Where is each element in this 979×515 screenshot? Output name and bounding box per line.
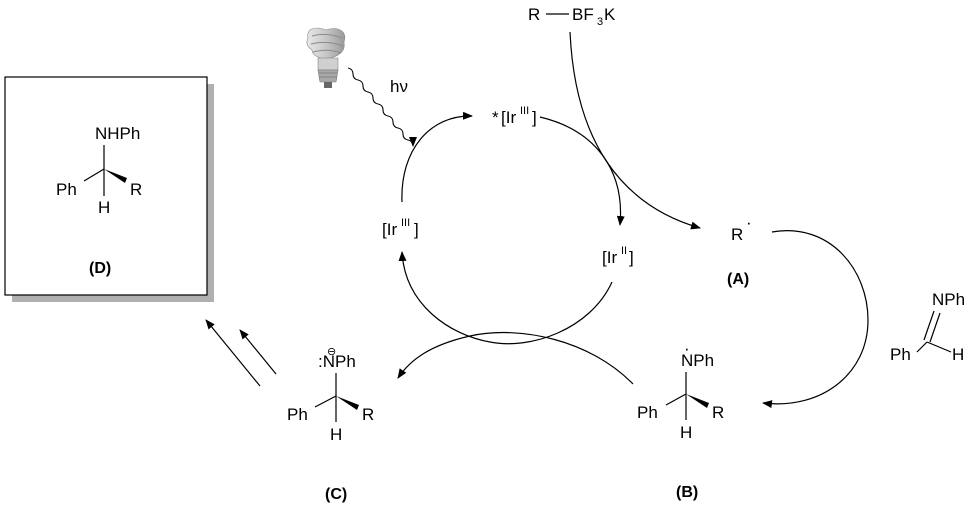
svg-text:H: H	[680, 423, 692, 442]
svg-text:H: H	[952, 345, 964, 364]
svg-text:H: H	[330, 425, 342, 444]
intermediate-b: NPh · Ph R H (B)	[637, 339, 724, 501]
label-b: (B)	[676, 484, 698, 501]
catalyst-reduced: [Ir II ]	[602, 245, 634, 267]
imine-substrate: NPh Ph H	[890, 290, 965, 364]
svg-text::NPh: :NPh	[318, 352, 356, 371]
light-wave-arrow	[347, 67, 417, 147]
svg-text:]: ]	[629, 248, 634, 267]
svg-text:·: ·	[746, 213, 752, 232]
svg-text:[Ir: [Ir	[501, 108, 516, 127]
svg-text:3: 3	[597, 16, 603, 28]
svg-text:R: R	[362, 405, 374, 424]
svg-text:R: R	[130, 180, 142, 199]
svg-text:III: III	[401, 217, 410, 229]
arrow-b-to-c	[397, 331, 634, 385]
svg-text:[Ir: [Ir	[382, 220, 397, 239]
label-c: (C)	[325, 486, 347, 503]
svg-text:II: II	[621, 245, 627, 257]
svg-text:III: III	[520, 105, 529, 117]
cycle-arc-excited-to-reduced	[539, 116, 625, 226]
svg-text:NHPh: NHPh	[95, 124, 140, 143]
arrow-reagent-to-radical	[569, 31, 701, 230]
svg-text:K: K	[604, 5, 616, 24]
svg-text:R: R	[731, 225, 743, 244]
product-d-box	[4, 76, 214, 302]
cycle-arc-reduced-to-ground	[398, 251, 613, 345]
svg-text:H: H	[98, 198, 110, 217]
arrow-radical-to-b	[762, 230, 869, 409]
label-a: (A)	[727, 271, 749, 288]
reagent-trifluoroborate: R BF 3 K	[528, 5, 616, 28]
svg-text:Ph: Ph	[287, 405, 308, 424]
svg-text:Ph: Ph	[890, 345, 911, 364]
cycle-arc-ground-to-excited	[401, 111, 473, 203]
catalyst-excited: * [Ir III ]	[492, 105, 537, 127]
catalyst-ground: [Ir III ]	[382, 217, 419, 239]
svg-text:]: ]	[414, 220, 419, 239]
svg-text:]: ]	[532, 108, 537, 127]
svg-text:R: R	[528, 5, 540, 24]
svg-text:Ph: Ph	[637, 403, 658, 422]
arrow-c-to-d-2	[239, 329, 277, 375]
svg-text:R: R	[712, 403, 724, 422]
intermediate-c: :NPh ⊖ Ph R H (C)	[287, 346, 374, 503]
radical-a: R · (A)	[727, 213, 752, 288]
arrow-c-to-d-1	[205, 319, 261, 387]
svg-text:NPh: NPh	[681, 351, 714, 370]
svg-text:*: *	[492, 108, 499, 127]
svg-text:[Ir: [Ir	[602, 248, 617, 267]
svg-text:Ph: Ph	[56, 180, 77, 199]
svg-text:⊖: ⊖	[327, 346, 336, 358]
product-d: NHPh Ph R H (D)	[56, 124, 142, 277]
svg-text:BF: BF	[572, 5, 594, 24]
light-label: hν	[390, 77, 408, 96]
svg-text:·: ·	[684, 339, 690, 358]
light-bulb-icon	[306, 27, 346, 88]
svg-text:NPh: NPh	[932, 290, 965, 309]
label-d: (D)	[89, 260, 111, 277]
